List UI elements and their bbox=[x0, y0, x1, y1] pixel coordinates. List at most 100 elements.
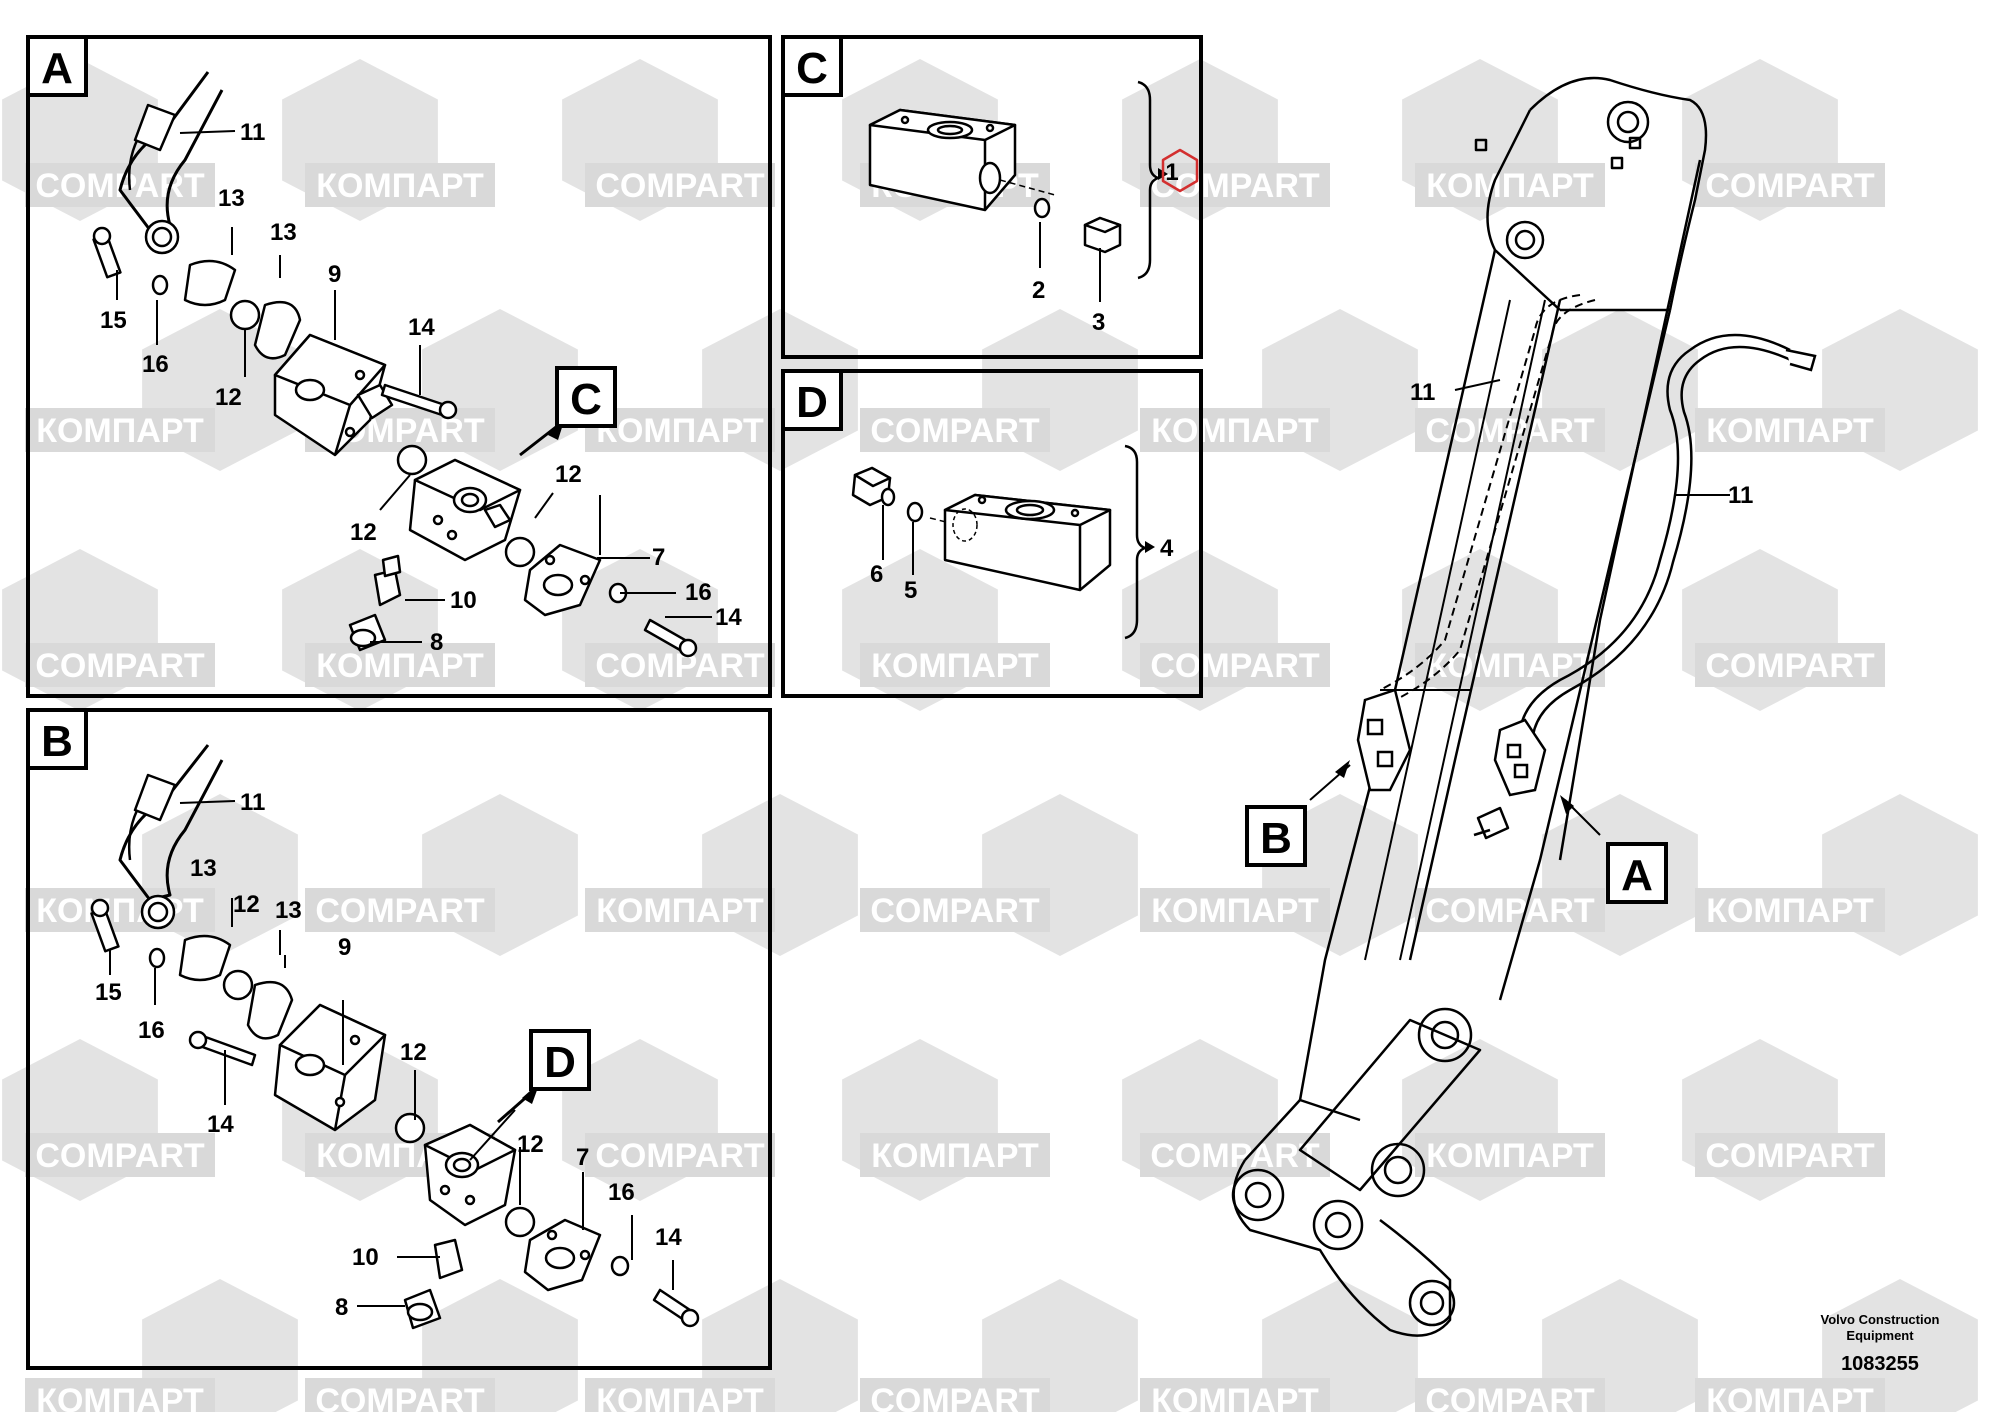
watermark-band bbox=[25, 1378, 215, 1412]
watermark-text: КОМПАРТ bbox=[596, 1382, 764, 1412]
label-6: 6 bbox=[870, 561, 883, 588]
watermark-band bbox=[1695, 408, 1885, 452]
watermark-text: КОМПАРТ bbox=[596, 412, 764, 450]
label-13: 13 bbox=[275, 897, 302, 924]
part-labels: 11 13 13 9 15 16 12 14 12 12 7 16 14 10 … bbox=[95, 119, 1753, 1321]
panel-d: D bbox=[781, 369, 1203, 698]
watermark-band bbox=[1695, 163, 1885, 207]
watermark-text: COMPART bbox=[870, 1382, 1040, 1412]
watermark-band bbox=[860, 1378, 1050, 1412]
watermark-band bbox=[1140, 408, 1330, 452]
callout-a-box: A bbox=[1606, 842, 1668, 904]
watermark-text: КОМПАРТ bbox=[1426, 167, 1594, 205]
watermark-text: КОМПАРТ bbox=[36, 1382, 204, 1412]
label-7: 7 bbox=[576, 1144, 589, 1171]
excavator-arm-overview bbox=[1231, 76, 1708, 1337]
watermark-text: КОМПАРТ bbox=[1151, 892, 1319, 930]
watermark-band bbox=[1415, 163, 1605, 207]
watermark-band bbox=[585, 1133, 775, 1177]
watermark-band bbox=[305, 643, 495, 687]
watermark-band bbox=[860, 1133, 1050, 1177]
label-1: 1 bbox=[1165, 159, 1178, 186]
panel-c-tag: C bbox=[796, 44, 828, 93]
watermark-text: COMPART bbox=[870, 412, 1040, 450]
watermark-band bbox=[1140, 643, 1330, 687]
drawing-number: 1083255 bbox=[1841, 1353, 1919, 1375]
label-9: 9 bbox=[338, 934, 351, 961]
watermark-text: COMPART bbox=[35, 1137, 205, 1175]
label-12: 12 bbox=[215, 384, 242, 411]
label-14: 14 bbox=[408, 314, 435, 341]
watermark-text: COMPART bbox=[1705, 167, 1875, 205]
watermark-text: КОМПАРТ bbox=[1706, 1382, 1874, 1412]
label-14: 14 bbox=[207, 1111, 234, 1138]
watermark-band bbox=[860, 643, 1050, 687]
watermark-band bbox=[1415, 1133, 1605, 1177]
watermark-band bbox=[25, 1133, 215, 1177]
watermark-band bbox=[25, 643, 215, 687]
panel-c-drawing bbox=[868, 80, 1199, 280]
label-7: 7 bbox=[652, 544, 665, 571]
label-12: 12 bbox=[400, 1039, 427, 1066]
watermark-text: COMPART bbox=[595, 1137, 765, 1175]
watermark-band bbox=[1695, 1378, 1885, 1412]
label-11: 11 bbox=[240, 119, 265, 146]
drawing-footer: Volvo Construction Equipment 1083255 bbox=[1821, 1312, 1940, 1375]
panel-a: A bbox=[26, 35, 772, 698]
watermark-band bbox=[305, 163, 495, 207]
watermark-text: COMPART bbox=[1425, 1382, 1595, 1412]
watermark-text: COMPART bbox=[1150, 1137, 1320, 1175]
panel-c: C bbox=[781, 35, 1203, 359]
valve-block-b bbox=[1356, 688, 1412, 792]
label-8: 8 bbox=[335, 1294, 348, 1321]
label-12: 12 bbox=[555, 461, 582, 488]
watermark-band bbox=[305, 1378, 495, 1412]
watermark-text: КОМПАРТ bbox=[871, 647, 1039, 685]
watermark-text: КОМПАРТ bbox=[871, 1137, 1039, 1175]
watermark-text: КОМПАРТ bbox=[1151, 412, 1319, 450]
hose-11-external bbox=[1518, 333, 1817, 736]
label-8: 8 bbox=[430, 629, 443, 656]
watermark-band bbox=[585, 888, 775, 932]
label-13: 13 bbox=[190, 855, 217, 882]
watermark-text: COMPART bbox=[35, 647, 205, 685]
watermark-band bbox=[1140, 888, 1330, 932]
company-name-line1: Volvo Construction bbox=[1821, 1312, 1940, 1327]
callout-c-box: C bbox=[519, 366, 617, 457]
watermark-band bbox=[1140, 1378, 1330, 1412]
watermark-text: COMPART bbox=[315, 1382, 485, 1412]
label-16: 16 bbox=[608, 1179, 635, 1206]
label-9: 9 bbox=[328, 261, 341, 288]
label-5: 5 bbox=[904, 577, 917, 604]
watermark-layer: COMPART КОМПАРТ COMPART КОМПАРТ COMPART КОМПА… bbox=[2, 59, 1978, 1412]
callout-b-box: B bbox=[1245, 805, 1307, 867]
watermark-text: КОМПАРТ bbox=[596, 892, 764, 930]
panel-a-tag: A bbox=[41, 44, 73, 93]
watermark-text: COMPART bbox=[595, 647, 765, 685]
label-4: 4 bbox=[1160, 535, 1174, 562]
watermark-text: COMPART bbox=[1425, 892, 1595, 930]
label-12: 12 bbox=[233, 891, 260, 918]
watermark-text: COMPART bbox=[1150, 647, 1320, 685]
label-3: 3 bbox=[1092, 309, 1105, 336]
label-14: 14 bbox=[715, 604, 742, 631]
label-16: 16 bbox=[142, 351, 169, 378]
panel-a-drawing bbox=[92, 71, 698, 658]
callout-d-box: D bbox=[497, 1029, 591, 1124]
panel-b-tag: B bbox=[41, 717, 73, 766]
watermark-band bbox=[25, 888, 215, 932]
hose-11-dashed bbox=[1379, 294, 1596, 701]
label-12: 12 bbox=[350, 519, 377, 546]
watermark-band bbox=[860, 888, 1050, 932]
panel-d-drawing bbox=[851, 444, 1155, 640]
watermark-text: КОМПАРТ bbox=[1426, 1137, 1594, 1175]
watermark-text: COMPART bbox=[1150, 167, 1320, 205]
label-2: 2 bbox=[1032, 277, 1045, 304]
valve-block-a bbox=[1493, 718, 1547, 797]
watermark-text: КОМПАРТ bbox=[1706, 892, 1874, 930]
panel-b: B bbox=[26, 708, 772, 1370]
watermark-band bbox=[860, 408, 1050, 452]
watermark-text: COMPART bbox=[870, 892, 1040, 930]
label-11: 11 bbox=[1410, 379, 1435, 406]
